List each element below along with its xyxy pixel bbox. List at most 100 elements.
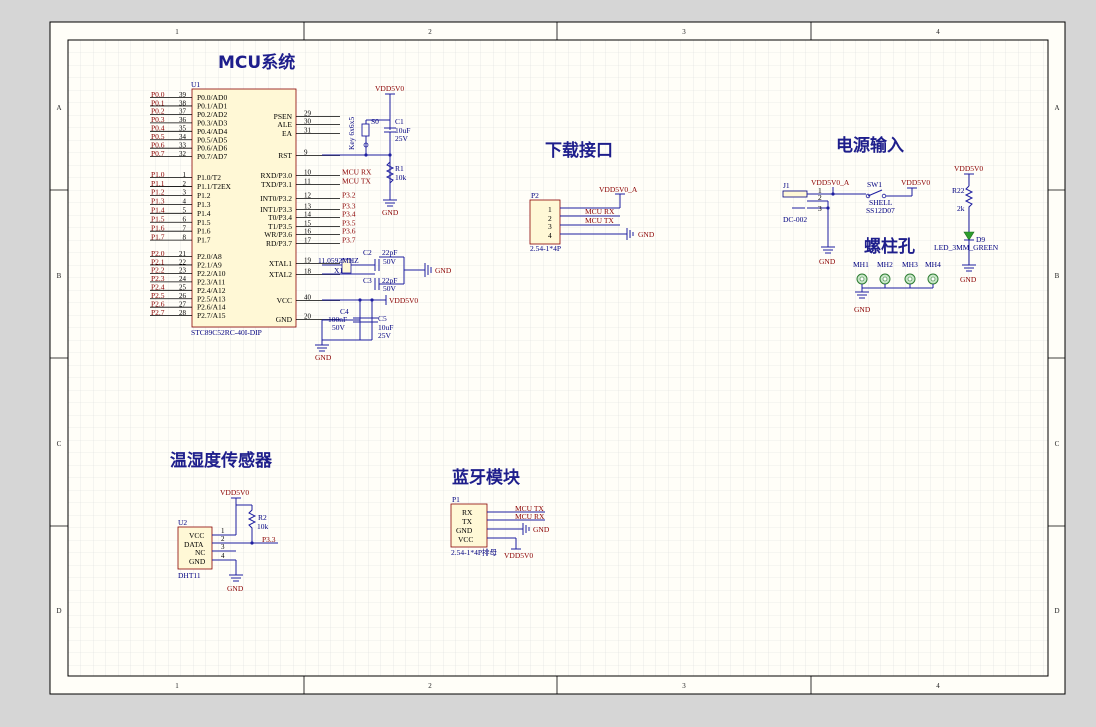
u1-net-P0-2: P0.2 xyxy=(151,107,165,116)
u1-net-P0-4: P0.4 xyxy=(151,124,165,133)
title-mcu-system: MCU系统 xyxy=(218,52,295,73)
title-screw-holes: 螺柱孔 xyxy=(864,236,915,257)
p2-body xyxy=(529,199,561,245)
zone-col-1-top: 1 xyxy=(175,28,179,36)
r2-ref: R2 xyxy=(258,513,267,522)
u1-pin-29: PSEN xyxy=(274,112,293,121)
u1-pinnum-17: 17 xyxy=(304,237,312,245)
j1-body xyxy=(782,190,808,198)
r1-ref: R1 xyxy=(395,164,404,173)
r1-gnd-label: GND xyxy=(382,208,399,217)
u1-pin-15: T1/P3.5 xyxy=(268,222,292,231)
c2-value: 22pF xyxy=(382,248,397,257)
mh-circle-icon xyxy=(856,273,939,285)
u1-pinnum-7: 7 xyxy=(183,225,187,233)
u1-net-P3-6: P3.6 xyxy=(342,227,356,236)
u1-pinnum-18: 18 xyxy=(304,268,312,276)
u1-pin-14: T0/P3.4 xyxy=(268,213,292,222)
title-download-port: 下载接口 xyxy=(545,140,613,161)
p1-pin-vcc: VCC xyxy=(458,535,473,544)
u1-pin-9: RST xyxy=(278,151,292,160)
u1-net-P0-0: P0.0 xyxy=(151,90,165,99)
vcc-bus-vdd-label: VDD5V0 xyxy=(389,296,418,305)
u1-pin-25: P2.4/A12 xyxy=(197,286,226,295)
r2-value: 10k xyxy=(257,522,269,531)
u1-pinnum-34: 34 xyxy=(179,133,187,141)
u1-pinnum-29: 29 xyxy=(304,110,312,118)
u1-net-P1-7: P1.7 xyxy=(151,232,165,241)
zone-row-d-right: D xyxy=(1054,607,1059,615)
u2-pin-nc: NC xyxy=(195,548,205,557)
p2-download-header[interactable]: P2 1 2 3 4 2.54-1*4P VDD5V0_A MCU RX MCU… xyxy=(529,185,655,253)
mh2-ref: MH2 xyxy=(877,260,893,269)
u1-pin-37: P0.2/AD2 xyxy=(197,110,227,119)
screw-holes[interactable]: MH1 MH2 MH3 MH4 GND xyxy=(853,260,941,314)
u1-pinnum-32: 32 xyxy=(179,150,187,158)
u1-pinnum-8: 8 xyxy=(183,233,187,241)
u1-pinnum-14: 14 xyxy=(304,211,312,219)
u1-pin-3: P1.2 xyxy=(197,191,211,200)
u1-pinnum-22: 22 xyxy=(179,258,187,266)
c4-voltage: 50V xyxy=(332,323,346,332)
u1-pin-16: WR/P3.6 xyxy=(264,230,292,239)
u2-dht11-sensor[interactable]: U2 VCC DATA NC GND DHT11 1 2 3 4 VDD5V0 … xyxy=(177,488,278,593)
zone-col-4-bottom: 4 xyxy=(936,682,940,690)
u1-pinnum-19: 19 xyxy=(304,257,312,265)
zone-row-c-left: C xyxy=(57,440,62,448)
u1-pin-28: P2.7/A15 xyxy=(197,311,226,320)
u1-pin-34: P0.5/AD5 xyxy=(197,135,227,144)
u1-net-P1-5: P1.5 xyxy=(151,215,165,224)
u1-pin-36: P0.3/AD3 xyxy=(197,118,227,127)
u1-pinnum-27: 27 xyxy=(179,301,187,309)
u1-pin-32: P0.7/AD7 xyxy=(197,152,227,161)
p2-pin-4: 4 xyxy=(548,231,552,240)
j1-pin-1: 1 xyxy=(818,186,822,195)
u1-net-P2-6: P2.6 xyxy=(151,300,165,309)
u1-net-P2-0: P2.0 xyxy=(151,249,165,258)
u1-pin-38: P0.1/AD1 xyxy=(197,101,227,110)
j1-pin-2: 2 xyxy=(818,193,822,202)
zone-col-2-bottom: 2 xyxy=(428,682,432,690)
u1-pin-33: P0.6/AD6 xyxy=(197,144,227,153)
c3-voltage: 50V xyxy=(383,284,397,293)
p1-vdd-label: VDD5V0 xyxy=(504,551,533,560)
u1-net-P1-3: P1.3 xyxy=(151,197,165,206)
p1-gnd-label: GND xyxy=(533,525,550,534)
p1-pin-tx: TX xyxy=(462,517,473,526)
u1-pin-27: P2.6/A14 xyxy=(197,303,226,312)
p1-bluetooth-header[interactable]: P1 RX TX GND VCC 2.54-1*4P排母 MCU TX MCU … xyxy=(450,495,550,560)
u1-pin-35: P0.4/AD4 xyxy=(197,127,227,136)
u1-pin-30: ALE xyxy=(277,120,292,129)
u1-net-MCU-RX: MCU RX xyxy=(342,168,372,177)
d9-gnd-label: GND xyxy=(960,275,977,284)
u1-pinnum-30: 30 xyxy=(304,118,312,126)
power-input-circuit[interactable]: J1 DC-002 1 2 3 VDD5V0_A GND SW1 VDD5V0 … xyxy=(782,164,999,284)
zone-col-4-top: 4 xyxy=(936,28,940,36)
u1-pinnum-1: 1 xyxy=(183,171,187,179)
u1-pinnum-40: 40 xyxy=(304,294,312,302)
c3-value: 22pF xyxy=(382,276,397,285)
c1-ref: C1 xyxy=(395,117,404,126)
screw-gnd-label: GND xyxy=(854,305,871,314)
u1-pinnum-31: 31 xyxy=(304,127,312,135)
mh3-ref: MH3 xyxy=(902,260,918,269)
u1-net-P2-4: P2.4 xyxy=(151,283,165,292)
c2-voltage: 50V xyxy=(383,257,397,266)
c3-ref: C3 xyxy=(363,276,372,285)
zone-col-3-bottom: 3 xyxy=(682,682,686,690)
p2-net-rx: MCU RX xyxy=(585,207,615,216)
u1-pinnum-35: 35 xyxy=(179,125,187,133)
u1-pinnum-28: 28 xyxy=(179,309,187,317)
power-vdd-a-label: VDD5V0_A xyxy=(811,178,850,187)
u1-pin-6: P1.5 xyxy=(197,218,211,227)
u1-pinnum-21: 21 xyxy=(179,250,187,258)
u1-pinnum-36: 36 xyxy=(179,116,187,124)
u2-pin-gnd: GND xyxy=(189,557,206,566)
p1-net-tx: MCU TX xyxy=(515,504,544,513)
r1-value: 10k xyxy=(395,173,407,182)
zone-col-1-bottom: 1 xyxy=(175,682,179,690)
u1-body xyxy=(191,88,297,328)
